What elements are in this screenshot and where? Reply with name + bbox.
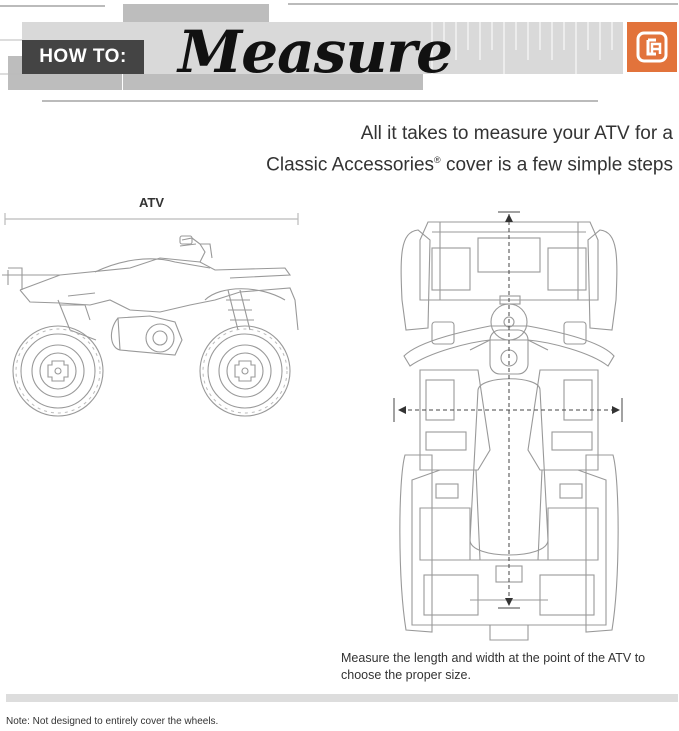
intro-line-2: Classic Accessories® cover is a few simp… — [266, 154, 673, 176]
intro-text: All it takes to measure your ATV for a C… — [203, 120, 673, 178]
header-bottom-line — [42, 100, 598, 102]
howto-badge: HOW TO: — [22, 40, 144, 74]
header-top-line-left — [0, 5, 105, 7]
registered-mark: ® — [434, 155, 441, 165]
header-tab-bar — [123, 4, 269, 22]
howto-label: HOW TO: — [39, 46, 127, 67]
atv-side-label: ATV — [139, 195, 165, 210]
measure-caption: Measure the length and width at the poin… — [341, 651, 646, 682]
footnote: Note: Not designed to entirely cover the… — [6, 716, 219, 727]
classic-accessories-logo-icon — [627, 22, 677, 72]
length-dimension-line — [4, 213, 299, 225]
header-lower-mid-bar — [123, 74, 423, 90]
page-title: Measure — [178, 18, 453, 86]
header-top-line-right — [288, 3, 678, 5]
footer-divider — [6, 694, 678, 702]
top-view-dimension-lines — [393, 211, 623, 609]
intro-line-1: All it takes to measure your ATV for a — [360, 123, 673, 144]
